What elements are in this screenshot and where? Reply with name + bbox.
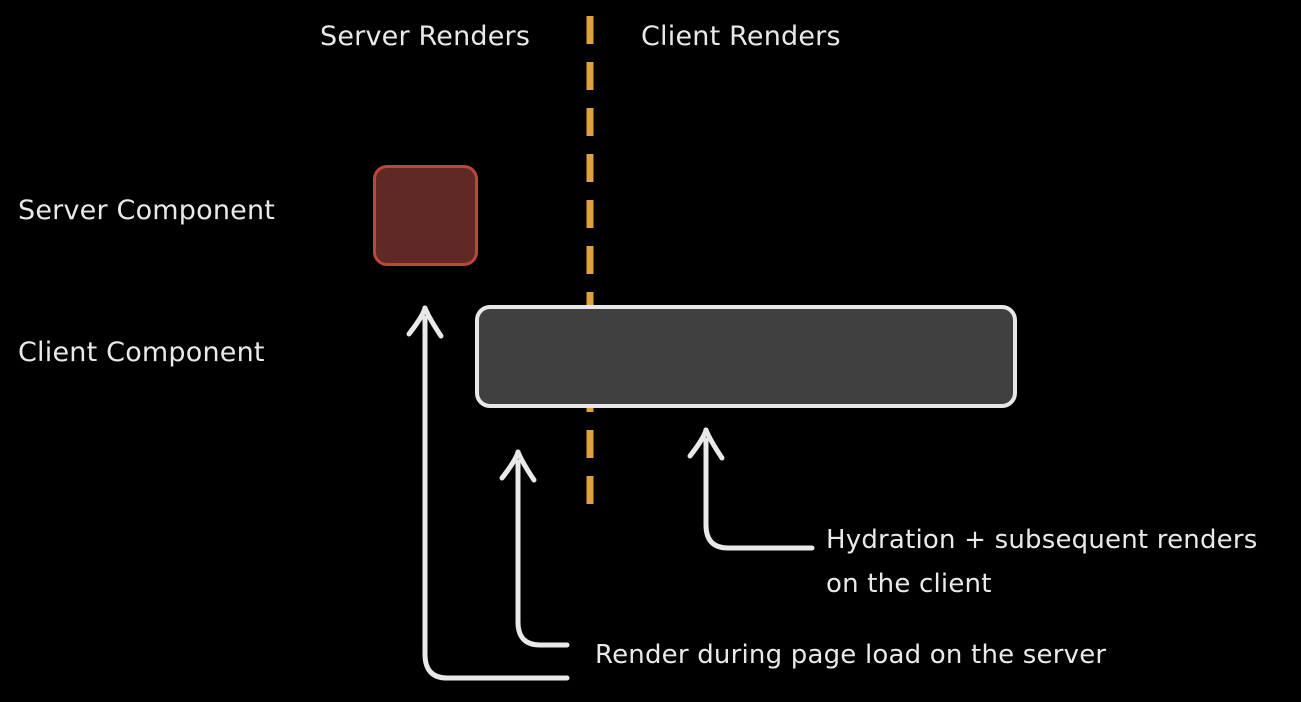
arrow-client-server-render [499,449,570,648]
annotation-hydration-line1: Hydration + subsequent renders [826,525,1258,555]
annotation-render-during-page-load: Render during page load on the server [595,640,1107,670]
header-client-renders: Client Renders [641,21,841,52]
annotation-hydration-line2: on the client [826,568,992,599]
client-component-node [475,305,1017,408]
server-component-node [373,165,478,266]
arrow-hydration-render [687,427,815,551]
row-label-server-component: Server Component [18,195,276,226]
annotation-hydration: Hydration + subsequent renders on the cli… [826,519,1258,606]
header-server-renders: Server Renders [320,21,531,52]
row-label-client-component: Client Component [18,337,265,368]
arrow-server-render-long [406,305,570,681]
